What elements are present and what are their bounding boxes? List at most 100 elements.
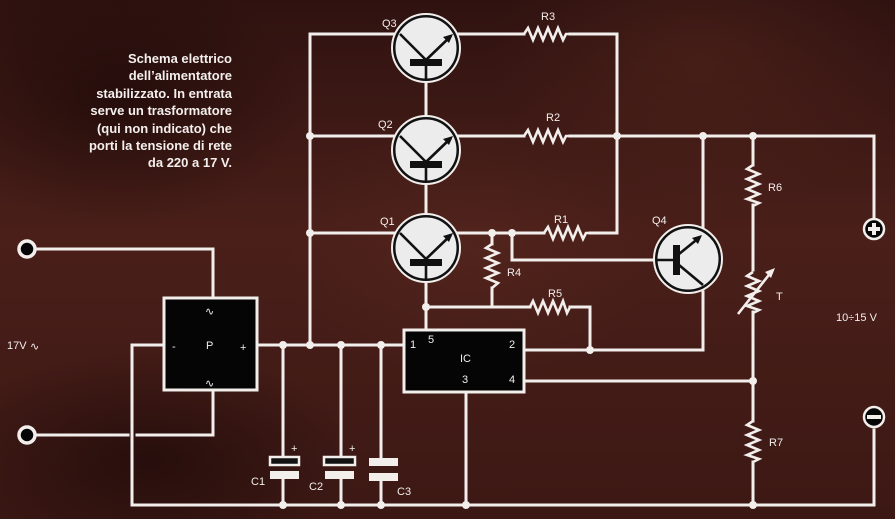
capacitor-label: C1	[251, 476, 265, 488]
resistor-zigzag	[522, 24, 570, 44]
ic-pin-label: 5	[428, 334, 434, 346]
capacitor-plate	[369, 473, 398, 481]
junction-dot	[337, 501, 345, 509]
capacitor-c2: + C2	[309, 443, 357, 493]
wire-r1-r3-link	[588, 32, 619, 235]
junction-dot	[508, 229, 516, 237]
capacitor-polarity-label: +	[291, 443, 297, 455]
junction-dot	[586, 346, 594, 354]
output-voltage-label: 10÷15 V	[836, 312, 878, 324]
ic-label: IC	[460, 353, 471, 365]
wire-input-top	[32, 247, 215, 299]
resistor-r7: R7	[743, 419, 783, 464]
caption-line: porti la tensione di rete	[88, 138, 232, 154]
junction-dot	[462, 501, 470, 509]
junction-dot	[613, 132, 621, 140]
emitter-arrow-icon	[692, 235, 702, 244]
junction-dot	[749, 377, 757, 385]
resistor-label: R5	[548, 288, 562, 300]
resistor-zigzag	[528, 297, 572, 317]
trimmer-t: T	[736, 268, 783, 315]
minus-icon	[867, 415, 881, 419]
junction-dot	[699, 132, 707, 140]
transistor-outline	[653, 224, 723, 294]
capacitor-positive-plate	[322, 455, 357, 467]
transistor-base-bar	[410, 161, 442, 168]
wire-q4-base	[510, 231, 658, 262]
transistor-label: Q4	[652, 215, 667, 227]
transistor-outline	[391, 213, 461, 283]
wire-ground-rail	[130, 343, 754, 507]
capacitor-c1: + C1	[251, 443, 301, 488]
bridge-minus-label: -	[172, 341, 176, 353]
transistor-outline	[391, 13, 461, 83]
resistor-label: R7	[769, 437, 783, 449]
input-terminal-bottom	[17, 425, 37, 445]
transistor-collector	[678, 264, 704, 286]
junction-dot	[279, 501, 287, 509]
resistor-r1: R1	[542, 214, 590, 243]
caption-line: stabilizzato. In entrata	[96, 85, 232, 101]
input-terminal-top	[17, 239, 37, 259]
wire-r5-out	[568, 305, 592, 352]
transistor-q1: Q1	[380, 213, 461, 283]
trimmer-zigzag	[743, 270, 763, 315]
caption-line: serve un trasformatore	[90, 103, 232, 119]
transistor-q3: Q3	[382, 13, 461, 83]
wire-input-bottom-b	[135, 388, 215, 437]
bridge-rectifier: P - + ∿ ∿	[162, 296, 259, 392]
capacitor-polarity-label: +	[349, 443, 355, 455]
caption-line: dell’alimentatore	[128, 68, 232, 84]
ac-wave-icon: ∿	[30, 341, 39, 353]
junction-dot	[337, 341, 345, 349]
transistor-q4: Q4	[652, 215, 723, 294]
resistor-r6: R6	[743, 163, 782, 208]
emitter-arrow-icon	[443, 34, 453, 43]
junction-dot	[422, 303, 430, 311]
junction-dot	[749, 501, 757, 509]
capacitor-plate	[369, 458, 398, 466]
emitter-arrow-icon	[443, 233, 453, 242]
junction-dot	[377, 341, 385, 349]
bridge-ac-top-icon: ∿	[205, 306, 214, 318]
ic-pin-label: 4	[509, 374, 515, 386]
transistor-label: Q2	[378, 119, 393, 131]
resistor-label: R4	[507, 267, 521, 279]
bridge-body	[162, 296, 259, 392]
resistor-zigzag	[542, 223, 590, 243]
resistor-zigzag	[482, 242, 502, 289]
junction-dot	[306, 132, 314, 140]
resistor-r3: R3	[522, 11, 570, 44]
trimmer-arrow-icon	[765, 268, 775, 278]
capacitor-positive-plate	[268, 455, 301, 467]
capacitor-label: C3	[397, 486, 411, 498]
resistor-label: R3	[541, 11, 555, 23]
bridge-label: P	[206, 340, 213, 352]
transistor-base-bar	[410, 259, 442, 266]
resistor-zigzag	[522, 126, 570, 146]
junction-dot	[306, 229, 314, 237]
wire-ic-pin2-q4	[523, 290, 705, 352]
trimmer-arrow-shaft	[736, 270, 774, 315]
resistor-label: R1	[554, 214, 568, 226]
input-voltage-label: 17V	[7, 340, 27, 352]
terminal-ring-icon	[17, 239, 37, 259]
transistor-label: Q1	[380, 216, 395, 228]
transistor-outline	[391, 115, 461, 185]
ic-pin-label: 2	[509, 339, 515, 351]
resistor-zigzag	[743, 419, 763, 464]
junction-dot	[749, 132, 757, 140]
ic-body	[402, 328, 526, 394]
plus-icon-v	[872, 223, 876, 235]
junction-dot	[279, 341, 287, 349]
bridge-plus-label: +	[240, 342, 246, 354]
resistor-label: R2	[546, 112, 560, 124]
wire-output-positive	[568, 134, 876, 220]
ic-pin-label: 1	[410, 339, 416, 351]
junction-dot	[306, 341, 314, 349]
capacitor-negative-plate	[270, 471, 299, 479]
transistor-base-bar	[410, 59, 442, 66]
junctions	[279, 132, 757, 509]
